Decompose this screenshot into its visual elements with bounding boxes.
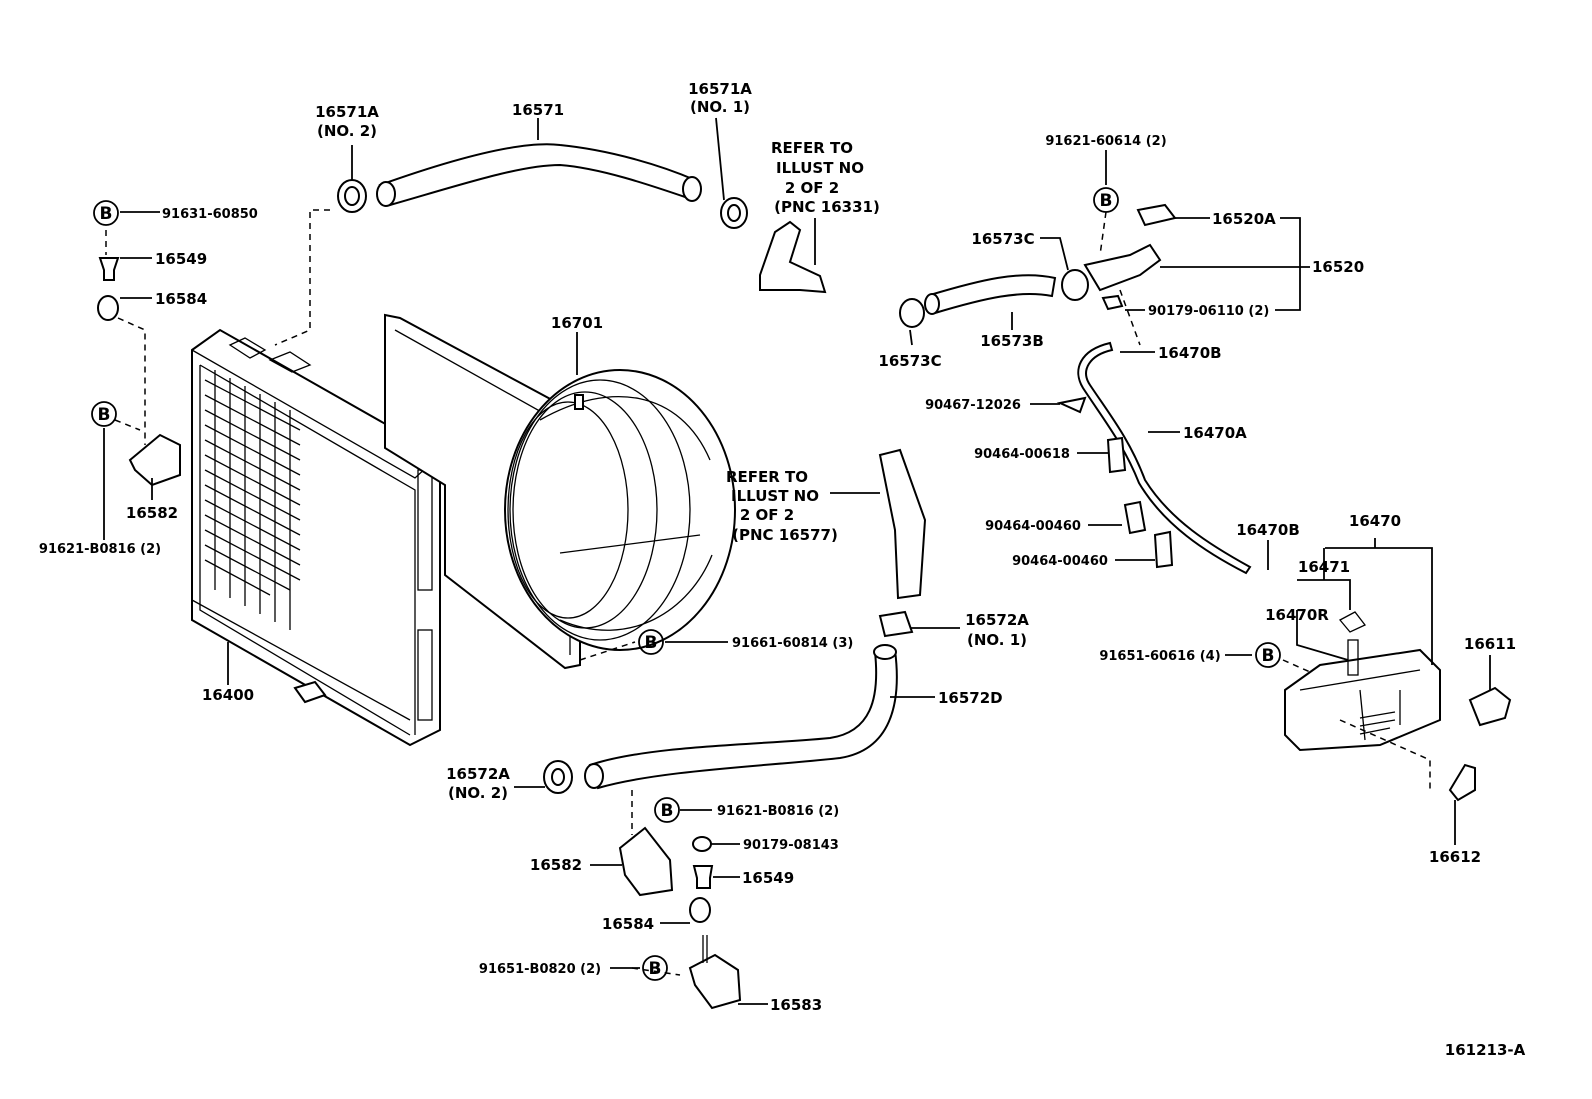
label-91631-60850: 91631-60850 [162, 207, 258, 222]
label-16520: 16520 [1312, 258, 1364, 276]
label-16571a-no1: 16571A [688, 80, 752, 98]
label-16471: 16471 [1298, 558, 1350, 576]
badge-b-91621-bottom: B [654, 797, 680, 823]
label-refer1-l1: REFER TO [771, 139, 853, 157]
svg-text:B: B [649, 959, 662, 979]
badge-b-91651-b0820: B [642, 955, 668, 981]
label-16572a-no2: 16572A [446, 765, 510, 783]
label-16612: 16612 [1429, 848, 1481, 866]
label-refer2-l4: (PNC 16577) [732, 526, 838, 544]
label-16573b: 16573B [980, 332, 1044, 350]
label-no1-a: (NO. 1) [690, 98, 750, 116]
upper-hose-16571 [337, 143, 748, 229]
label-16572a-no1: 16572A [965, 611, 1029, 629]
label-refer2-l1: REFER TO [726, 468, 808, 486]
diagram-id: 161213-A [1445, 1041, 1526, 1059]
label-90464-00618: 90464-00618 [974, 447, 1070, 462]
svg-text:B: B [98, 405, 111, 425]
lower-hose-16572d [543, 610, 914, 794]
radiator-16400 [191, 328, 441, 747]
label-16470: 16470 [1349, 512, 1401, 530]
clips-group [1056, 396, 1174, 569]
label-16573c-bottom: 16573C [878, 352, 941, 370]
label-refer2-l3: 2 OF 2 [740, 506, 794, 524]
label-refer1-l4: (PNC 16331) [774, 198, 880, 216]
badge-b-91661: B [638, 629, 664, 655]
label-16582-left: 16582 [126, 504, 178, 522]
part-labels: 16571A (NO. 1) 16571A (NO. 2) 16571 REFE… [39, 80, 1526, 1059]
label-16549-bottom: 16549 [742, 869, 794, 887]
part-16549-bottom-shape [692, 865, 714, 889]
label-16584-top: 16584 [155, 290, 207, 308]
badge-b-91621-left: B [91, 401, 117, 427]
label-no1-b: (NO. 1) [967, 631, 1027, 649]
part-16611-shape [1468, 686, 1512, 727]
label-16583: 16583 [770, 996, 822, 1014]
label-91621-b0816-left: 91621-B0816 (2) [39, 542, 161, 557]
badge-b-91631: B [93, 200, 119, 226]
label-16573c-top: 16573C [971, 230, 1034, 248]
hose-16573b [899, 269, 1089, 328]
svg-text:B: B [661, 801, 674, 821]
label-91621-60614: 91621-60614 (2) [1045, 134, 1166, 149]
label-91621-b0816-bottom: 91621-B0816 (2) [717, 804, 839, 819]
label-16701: 16701 [551, 314, 603, 332]
part-16612-shape [1448, 763, 1476, 802]
fan-shroud-16701 [384, 313, 736, 670]
label-16571a-no2: 16571A [315, 103, 379, 121]
label-refer1-l3: 2 OF 2 [785, 179, 839, 197]
label-91661-60814: 91661-60814 (3) [732, 636, 853, 651]
label-16470b-top: 16470B [1158, 344, 1222, 362]
overflow-tube-16470a [1077, 341, 1252, 575]
label-16584-bottom: 16584 [602, 915, 654, 933]
badge-b-91651-60616: B [1255, 642, 1281, 668]
label-16582-bottom: 16582 [530, 856, 582, 874]
svg-text:B: B [1100, 191, 1113, 211]
badge-b-91621-60614: B [1093, 187, 1119, 213]
label-16549-top: 16549 [155, 250, 207, 268]
label-90179-08143: 90179-08143 [743, 838, 839, 853]
label-90464-00460-a: 90464-00460 [985, 519, 1081, 534]
part-16582-bottom-shape [618, 826, 674, 897]
label-16571: 16571 [512, 101, 564, 119]
label-90179-06110: 90179-06110 (2) [1148, 304, 1269, 319]
label-16470r: 16470R [1265, 606, 1329, 624]
water-outlet-shape [759, 220, 827, 294]
label-16400: 16400 [202, 686, 254, 704]
label-90464-00460-b: 90464-00460 [1012, 554, 1108, 569]
label-16611: 16611 [1464, 635, 1516, 653]
label-90467-12026: 90467-12026 [925, 398, 1021, 413]
svg-text:B: B [1262, 646, 1275, 666]
part-16582-shape [128, 433, 181, 487]
label-16520a: 16520A [1212, 210, 1276, 228]
water-inlet-pipe [878, 448, 927, 600]
label-no2-a: (NO. 2) [317, 122, 377, 140]
label-no2-b: (NO. 2) [448, 784, 508, 802]
part-16584-shape [97, 295, 119, 321]
label-16470a: 16470A [1183, 424, 1247, 442]
reserve-tank-16470 [1284, 611, 1441, 752]
part-16584-bottom-shape [689, 897, 711, 923]
dashed-lines [105, 209, 1431, 976]
part-16583-shape [688, 953, 742, 1010]
label-16470b-bottom: 16470B [1236, 521, 1300, 539]
label-16572d: 16572D [938, 689, 1003, 707]
label-refer2-l2: ILLUST NO [731, 487, 819, 505]
label-91651-60616: 91651-60616 (4) [1099, 649, 1220, 664]
stud-shape [702, 935, 708, 963]
svg-text:B: B [645, 633, 658, 653]
part-16549-shape [98, 257, 120, 281]
label-refer1-l2: ILLUST NO [776, 159, 864, 177]
svg-text:B: B [100, 204, 113, 224]
filler-neck-16520 [1083, 203, 1177, 311]
part-90179-08143-shape [692, 836, 712, 852]
label-91651-b0820: 91651-B0820 (2) [479, 962, 601, 977]
leader-lines [103, 117, 1491, 1005]
